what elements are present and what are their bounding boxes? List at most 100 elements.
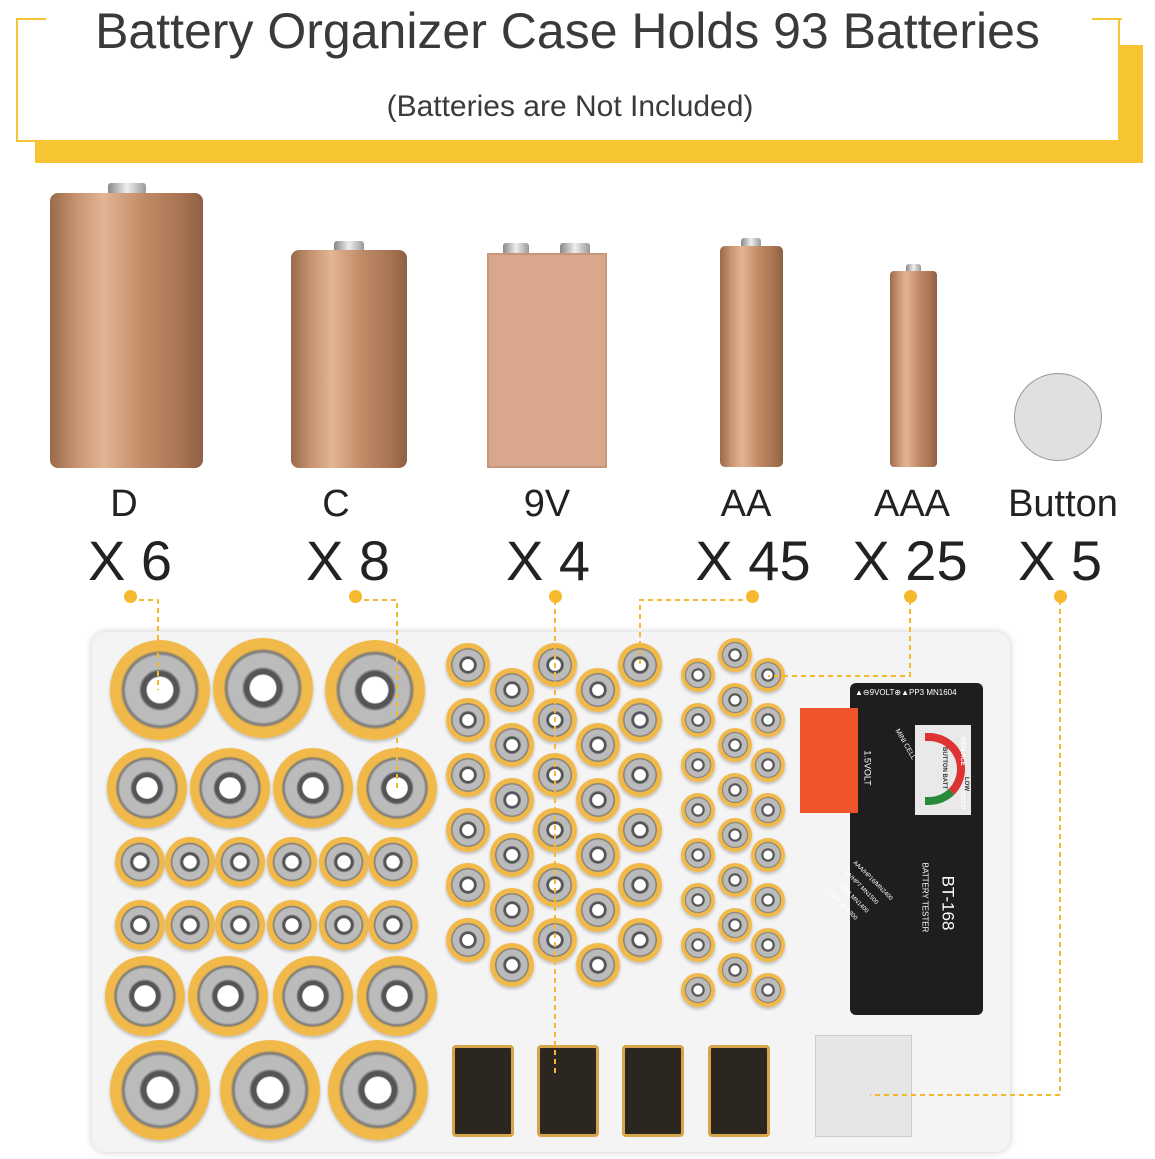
leader-line-d [130, 599, 159, 690]
count-button: X 5 [1017, 529, 1103, 592]
battery-aaa-image [890, 271, 937, 467]
battery-c-terminal [334, 241, 364, 251]
count-c: X 8 [305, 529, 391, 592]
aa-slot [618, 698, 662, 742]
page-title: Battery Organizer Case Holds 93 Batterie… [95, 3, 1040, 59]
aa-slot [165, 837, 215, 887]
c-slot [357, 956, 437, 1036]
aaa-slot [718, 908, 752, 942]
c-slot [190, 748, 270, 828]
count-9v: X 4 [505, 529, 591, 592]
aa-slot [576, 723, 620, 767]
d-slot [220, 1040, 320, 1140]
tester-top-label: ▲⊖9VOLT⊕▲PP3 MN1604 [855, 688, 957, 697]
leader-dot-button [1054, 590, 1067, 603]
aa-slot [490, 833, 534, 877]
aa-slot [618, 753, 662, 797]
aa-slot [490, 888, 534, 932]
aaa-slot [718, 728, 752, 762]
aaa-slot [751, 793, 785, 827]
header-border [1092, 18, 1122, 20]
battery-button-image [1014, 373, 1102, 461]
label-button: Button [1008, 483, 1118, 525]
c-slot [273, 748, 353, 828]
label-c: C [322, 483, 350, 525]
aaa-slot [718, 818, 752, 852]
leader-line-aaa [768, 600, 911, 677]
aa-slot [446, 808, 490, 852]
aaa-slot [681, 928, 715, 962]
d-slot [213, 638, 313, 738]
aa-slot [446, 863, 490, 907]
aa-slot [368, 900, 418, 950]
aaa-slot [751, 838, 785, 872]
aa-slot [368, 837, 418, 887]
button-cell-tray [815, 1035, 912, 1137]
aaa-slot [718, 638, 752, 672]
aa-slot [115, 900, 165, 950]
leader-dot-c [349, 590, 362, 603]
label-d: D [110, 483, 138, 525]
label-9v: 9V [523, 483, 571, 525]
aa-slot [618, 863, 662, 907]
leader-dot-d [124, 590, 137, 603]
battery-9v-image [487, 253, 607, 468]
aaa-slot [751, 973, 785, 1007]
battery-aa-image [720, 246, 783, 467]
battery-aa-terminal [741, 238, 761, 247]
count-aaa: X 25 [852, 529, 968, 592]
battery-d-terminal [108, 183, 146, 195]
aa-slot [115, 837, 165, 887]
header-border [16, 18, 46, 20]
count-aa: X 45 [695, 529, 811, 592]
leader-line-c [355, 599, 398, 788]
aaa-slot [681, 703, 715, 737]
aaa-slot [718, 953, 752, 987]
aa-slot [576, 668, 620, 712]
aa-slot [446, 643, 490, 687]
battery-9v-terminal [503, 243, 529, 254]
leader-line-button [870, 600, 1061, 1096]
battery-9v-terminal [560, 243, 590, 254]
aa-slot [319, 900, 369, 950]
d-slot [328, 1040, 428, 1140]
aa-slot [576, 778, 620, 822]
aa-slot [267, 900, 317, 950]
aa-slot [215, 900, 265, 950]
9v-slot [452, 1045, 514, 1137]
d-slot [110, 1040, 210, 1140]
aaa-slot [681, 838, 715, 872]
tester-meter: REPLACE LOW GOOD BUTTON BATT [915, 725, 971, 815]
aa-slot [165, 900, 215, 950]
aa-slot [267, 837, 317, 887]
aa-slot [490, 723, 534, 767]
aa-slot [490, 943, 534, 987]
d-slot [110, 640, 210, 740]
aaa-slot [718, 773, 752, 807]
aaa-slot [681, 883, 715, 917]
aaa-slot [681, 748, 715, 782]
leader-line-aa [639, 599, 752, 665]
c-slot [273, 956, 353, 1036]
battery-d-image [50, 193, 203, 468]
aa-slot [446, 753, 490, 797]
aaa-slot [718, 863, 752, 897]
d-slot [325, 640, 425, 740]
leader-dot-aa [746, 590, 759, 603]
9v-slot [537, 1045, 599, 1137]
label-aaa: AAA [873, 483, 951, 525]
aa-slot [446, 918, 490, 962]
aa-slot [319, 837, 369, 887]
aa-slot [576, 943, 620, 987]
9v-slot [622, 1045, 684, 1137]
aa-slot [618, 918, 662, 962]
meter-scale [925, 733, 965, 805]
header-box [16, 18, 1120, 142]
page-subtitle: (Batteries are Not Included) [386, 90, 754, 123]
aa-slot [215, 837, 265, 887]
tester-slider[interactable] [800, 708, 858, 813]
aaa-slot [751, 703, 785, 737]
aaa-slot [681, 658, 715, 692]
leader-dot-aaa [904, 590, 917, 603]
